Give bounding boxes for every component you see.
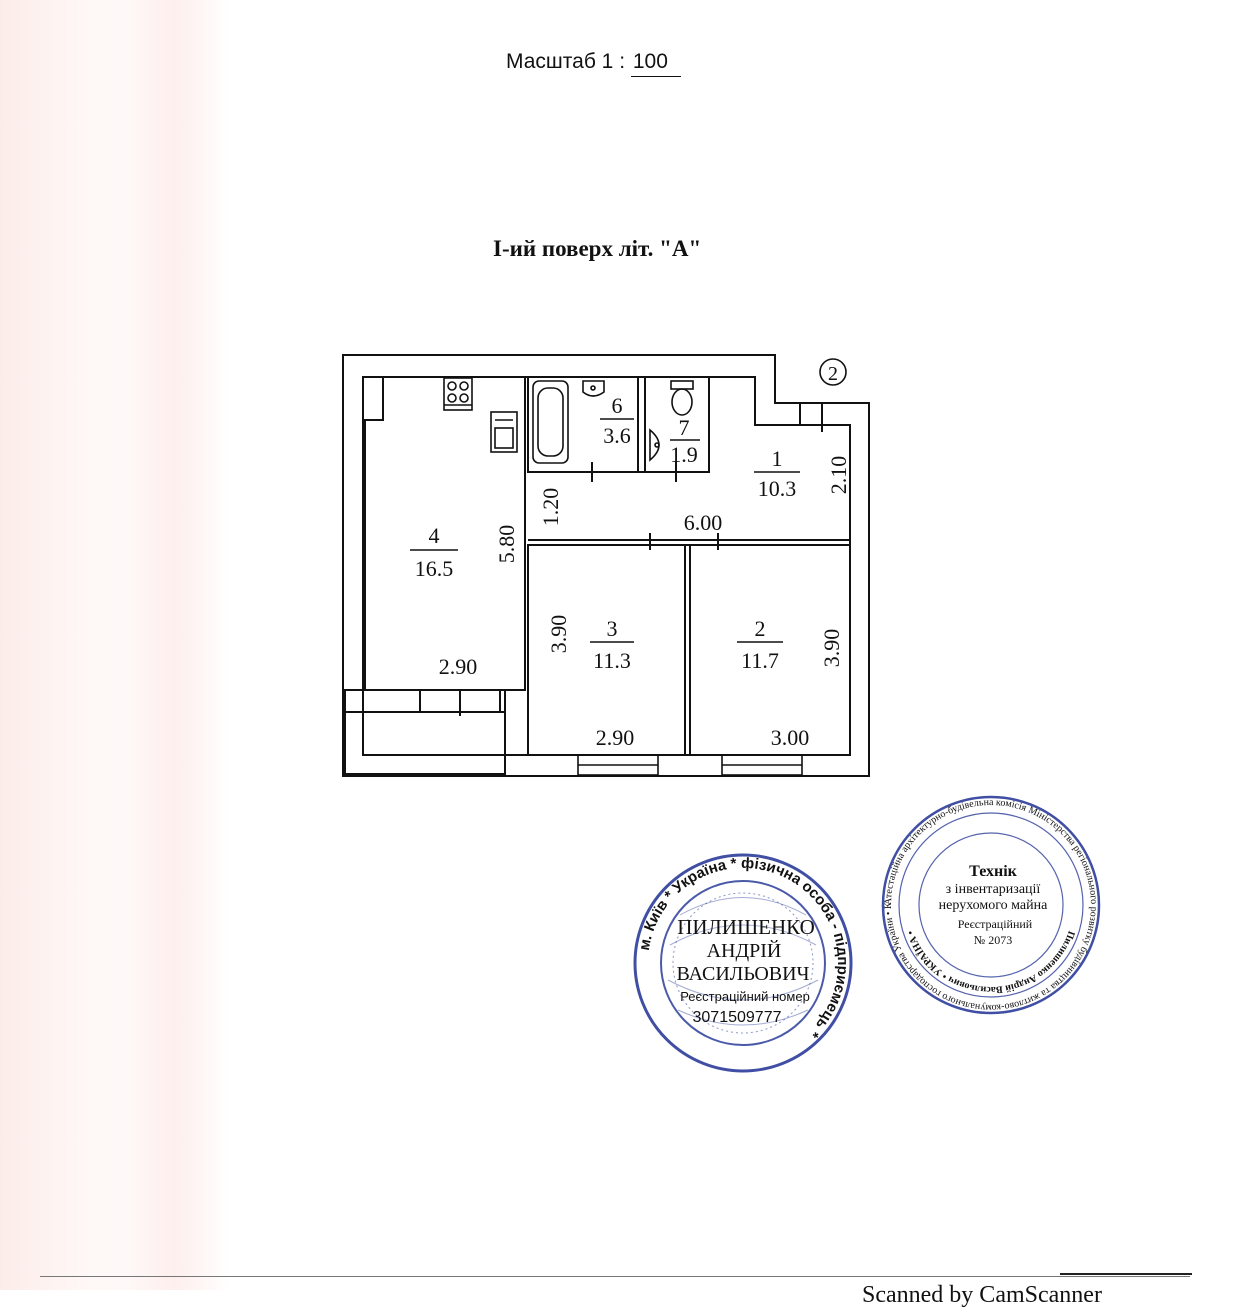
stamp-left-line3: ВАСИЛЬОВИЧ xyxy=(676,963,809,985)
outer-walls xyxy=(342,354,870,777)
stamp-left-line1: ПИЛИШЕНКО xyxy=(677,915,815,939)
dimension-labels: 5.80 2.90 1.20 6.00 2.10 3.90 2.90 3.90 … xyxy=(439,456,851,750)
stamp-right xyxy=(881,795,1101,1015)
dim-room2-width: 3.00 xyxy=(771,725,810,750)
room-2-number: 2 xyxy=(755,616,766,641)
room-3-area: 11.3 xyxy=(593,648,631,673)
dim-corridor-height: 1.20 xyxy=(538,488,563,527)
stamp-right-line5: № 2073 xyxy=(974,933,1012,947)
stamp-left-line2: АНДРІЙ xyxy=(707,939,782,962)
stamp-right-line1: Технік xyxy=(969,863,1018,880)
floor-title: І-ий поверх літ. "А" xyxy=(493,236,702,261)
kitchen-sink-icon xyxy=(490,411,518,453)
axis-marker-label: 2 xyxy=(828,363,838,385)
dim-room3-width: 2.90 xyxy=(596,725,635,750)
stamp-left-text: м. Київ * Україна * фізична особа - підп… xyxy=(636,855,851,1042)
room-2-area: 11.7 xyxy=(741,648,779,673)
stove-icon xyxy=(443,377,473,411)
scale-text: Масштаб 1 : xyxy=(506,50,626,73)
scan-bottom-line xyxy=(40,1276,1190,1277)
dim-room2-height: 3.90 xyxy=(819,629,844,668)
room-labels: 6 3.6 7 1.9 1 10.3 4 16.5 3 11.3 2 11.7 xyxy=(410,393,800,673)
dim-room3-height: 3.90 xyxy=(546,615,571,654)
scan-edge-tint xyxy=(0,0,230,1290)
stamp-left-line5: 3071509777 xyxy=(693,1009,782,1026)
room-1-number: 1 xyxy=(772,446,783,471)
room-3-number: 3 xyxy=(607,616,618,641)
room-4-walls xyxy=(364,377,526,691)
stamp-left-line4: Реєстраційний номер xyxy=(680,989,810,1004)
room-4-number: 4 xyxy=(429,523,440,548)
dim-room4-width: 2.90 xyxy=(439,654,478,679)
dim-corridor-width: 6.00 xyxy=(684,510,723,535)
toilet-icon xyxy=(670,380,694,416)
stamp-right-line4: Реєстраційний xyxy=(958,917,1033,931)
camscanner-watermark: Scanned by CamScanner xyxy=(862,1282,1102,1308)
bathroom-walls xyxy=(527,376,710,482)
stamp-left xyxy=(633,853,853,1073)
axis-marker-circle xyxy=(819,358,847,386)
stamp-right-line2: з інвентаризації xyxy=(946,882,1041,897)
dim-hall-height: 2.10 xyxy=(826,456,851,495)
room-6-area: 3.6 xyxy=(603,423,631,448)
wc-sink-icon xyxy=(649,428,660,462)
room-7-area: 1.9 xyxy=(670,442,698,467)
room-6-number: 6 xyxy=(612,393,623,418)
scale-value: 100 xyxy=(630,50,681,77)
balcony xyxy=(344,689,506,775)
scan-edge-tint-secondary xyxy=(120,0,230,1290)
scan-bottom-line-dark xyxy=(1060,1273,1192,1275)
dim-room4-height: 5.80 xyxy=(494,525,519,564)
room-4-area: 16.5 xyxy=(415,556,454,581)
scale-label: Масштаб 1 : 100 xyxy=(506,50,681,77)
sink-icon xyxy=(582,380,605,397)
stamp-right-line3: нерухомого майна xyxy=(939,898,1048,913)
windows xyxy=(577,754,803,776)
room-1-area: 10.3 xyxy=(758,476,797,501)
bathtub-icon xyxy=(532,380,569,464)
room-7-number: 7 xyxy=(679,415,690,440)
